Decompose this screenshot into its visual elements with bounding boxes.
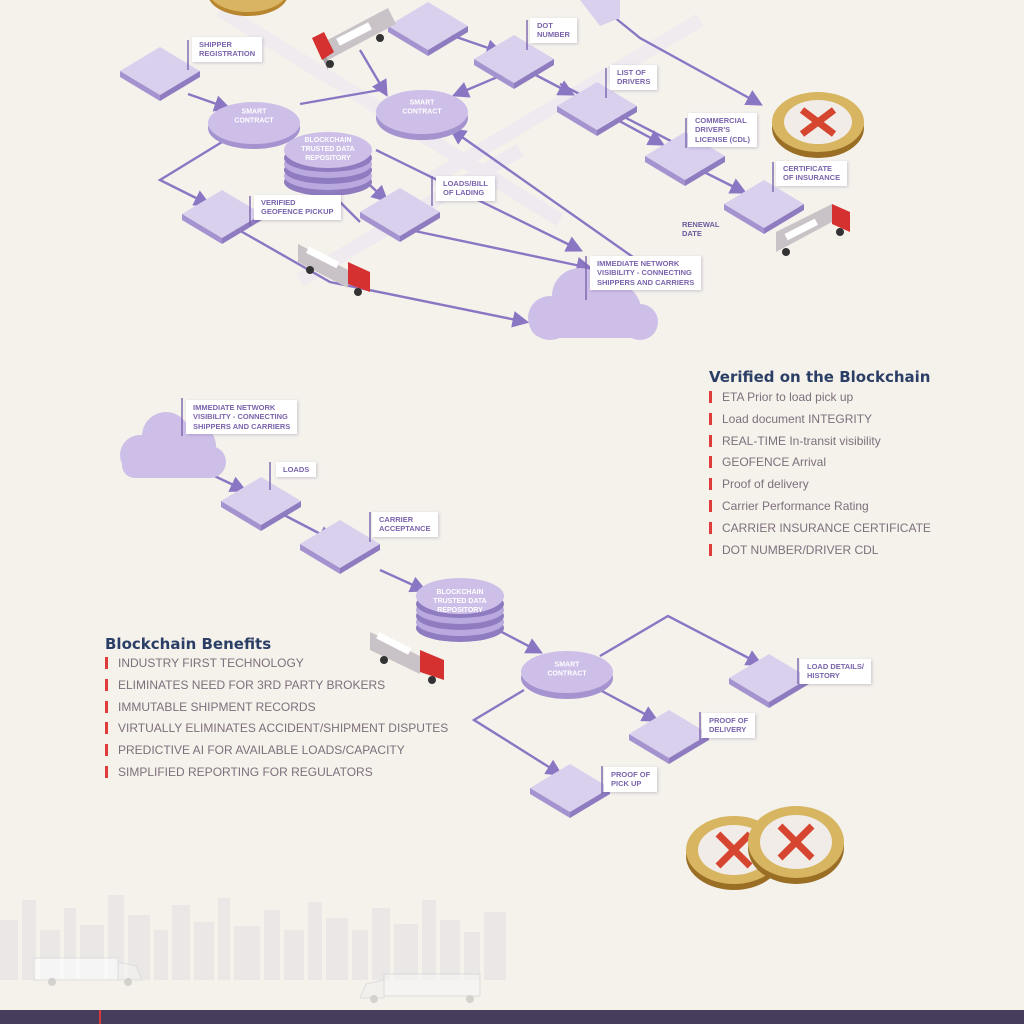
bottom-nodes xyxy=(120,412,809,818)
smart-contract-right-label: SMART CONTRACT xyxy=(402,99,442,115)
node-proof-delivery xyxy=(629,710,709,764)
label-carrier-acceptance: CARRIER ACCEPTANCE xyxy=(372,512,438,537)
label-proof-delivery: PROOF OF DELIVERY xyxy=(702,713,756,738)
verified-item: Load document INTEGRITY xyxy=(709,411,931,433)
smart-contract-left-label: SMART CONTRACT xyxy=(234,108,274,124)
node-load-details xyxy=(729,654,809,708)
verified-item-text: Carrier Performance Rating xyxy=(722,498,869,513)
verified-item-text: Load document INTEGRITY xyxy=(722,411,873,426)
verified-item: Carrier Performance Rating xyxy=(709,498,931,520)
benefits-item-text: SIMPLIFIED REPORTING FOR REGULATORS xyxy=(118,764,373,779)
smart-contract-right xyxy=(376,90,468,140)
bullet-bar-icon xyxy=(709,499,712,512)
bullet-bar-icon xyxy=(105,744,108,757)
benefits-list: INDUSTRY FIRST TECHNOLOGY ELIMINATES NEED… xyxy=(105,655,448,786)
verified-item-text: ETA Prior to load pick up xyxy=(722,390,854,404)
benefits-item: VIRTUALLY ELIMINATES ACCIDENT/SHIPMENT D… xyxy=(105,720,448,742)
faint-truck-right xyxy=(359,973,481,1003)
label-network-visibility-top: IMMEDIATE NETWORK VISIBILITY - CONNECTIN… xyxy=(590,256,702,291)
node-proof-pickup xyxy=(530,764,610,818)
verified-item: ETA Prior to load pick up xyxy=(709,389,931,411)
label-loads: LOADS xyxy=(276,462,317,478)
label-proof-pickup: PROOF OF PICK UP xyxy=(604,767,658,792)
benefits-item-text: PREDICTIVE AI FOR AVAILABLE LOADS/CAPACI… xyxy=(118,743,405,758)
verified-item-text: DOT NUMBER/DRIVER CDL xyxy=(722,542,879,557)
coin-right xyxy=(772,92,864,158)
label-dot-number: DOT NUMBER xyxy=(530,18,577,43)
footer-bar xyxy=(0,1010,1024,1024)
label-load-details: LOAD DETAILS/ HISTORY xyxy=(800,659,871,684)
top-nodes xyxy=(120,0,804,340)
bullet-bar-icon xyxy=(105,678,108,691)
verified-item: CARRIER INSURANCE CERTIFICATE xyxy=(709,520,931,542)
benefits-item: IMMUTABLE SHIPMENT RECORDS xyxy=(105,699,448,721)
benefits-title: Blockchain Benefits xyxy=(105,635,272,653)
bullet-bar-icon xyxy=(709,434,712,447)
smart-contract-bottom-label: SMART CONTRACT xyxy=(547,661,587,677)
smart-contract-left xyxy=(208,102,300,149)
verified-item: REAL-TIME In-transit visibility xyxy=(709,433,931,455)
cloud-bottom xyxy=(120,412,226,478)
label-certificate-insurance: CERTIFICATE OF INSURANCE xyxy=(776,161,848,186)
benefits-item: SIMPLIFIED REPORTING FOR REGULATORS xyxy=(105,764,448,786)
benefits-item: ELIMINATES NEED FOR 3RD PARTY BROKERS xyxy=(105,677,448,699)
repository-bottom-label: BLOCKCHAIN TRUSTED DATA REPOSITORY xyxy=(433,588,487,614)
truck-top xyxy=(312,8,396,70)
bullet-bar-icon xyxy=(105,765,108,778)
truck-bottom xyxy=(370,632,444,684)
repository-stack-top xyxy=(284,132,372,196)
repository-stack-bottom xyxy=(416,578,504,642)
repository-top-label: BLOCKCHAIN TRUSTED DATA REPOSITORY xyxy=(301,136,355,162)
node-top-right-partial xyxy=(580,0,620,26)
label-loads-bill: LOADS/BILL OF LADING xyxy=(436,176,495,201)
label-shipper-registration: SHIPPER REGISTRATION xyxy=(192,37,263,62)
bullet-bar-icon xyxy=(709,391,712,403)
verified-item: GEOFENCE Arrival xyxy=(709,454,931,476)
verified-item-text: GEOFENCE Arrival xyxy=(722,455,827,470)
coin-bottom-right xyxy=(748,806,844,884)
bullet-bar-icon xyxy=(709,543,712,556)
verified-item: Proof of delivery xyxy=(709,476,931,498)
benefits-item: PREDICTIVE AI FOR AVAILABLE LOADS/CAPACI… xyxy=(105,742,448,764)
label-geofence-pickup: VERIFIED GEOFENCE PICKUP xyxy=(254,195,341,220)
bullet-bar-icon xyxy=(709,412,712,425)
coin-top-left-partial xyxy=(209,0,287,16)
footer-accent xyxy=(99,1010,101,1024)
benefits-item-text: VIRTUALLY ELIMINATES ACCIDENT/SHIPMENT D… xyxy=(118,721,449,736)
label-network-visibility-bottom: IMMEDIATE NETWORK VISIBILITY - CONNECTIN… xyxy=(186,400,298,435)
verified-item-text: REAL-TIME In-transit visibility xyxy=(722,433,881,448)
faint-truck-left xyxy=(33,957,143,986)
benefits-item-text: ELIMINATES NEED FOR 3RD PARTY BROKERS xyxy=(118,677,386,692)
bullet-bar-icon xyxy=(709,478,712,491)
label-renewal-date: RENEWAL DATE xyxy=(682,220,720,239)
truck-right xyxy=(776,204,850,256)
label-cdl: COMMERCIAL DRIVER'S LICENSE (CDL) xyxy=(688,113,757,148)
label-list-of-drivers: LIST OF DRIVERS xyxy=(610,65,658,90)
verified-item: DOT NUMBER/DRIVER CDL xyxy=(709,542,931,564)
node-top-center xyxy=(388,2,468,56)
verified-title: Verified on the Blockchain xyxy=(709,368,931,386)
node-carrier-acceptance xyxy=(300,520,380,574)
bullet-bar-icon xyxy=(105,700,108,713)
truck-mid-left xyxy=(298,244,370,296)
city-skyline xyxy=(0,895,506,980)
verified-list: ETA Prior to load pick up Load document I… xyxy=(709,389,931,563)
benefits-item-text: INDUSTRY FIRST TECHNOLOGY xyxy=(118,656,304,670)
bullet-bar-icon xyxy=(709,456,712,469)
bullet-bar-icon xyxy=(709,521,712,534)
bullet-bar-icon xyxy=(105,722,108,735)
benefits-item: INDUSTRY FIRST TECHNOLOGY xyxy=(105,655,448,677)
smart-contract-bottom xyxy=(521,651,613,699)
verified-item-text: Proof of delivery xyxy=(722,477,809,492)
verified-item-text: CARRIER INSURANCE CERTIFICATE xyxy=(722,520,931,535)
bullet-bar-icon xyxy=(105,657,108,669)
label-posts xyxy=(181,20,799,794)
benefits-item-text: IMMUTABLE SHIPMENT RECORDS xyxy=(118,699,316,714)
